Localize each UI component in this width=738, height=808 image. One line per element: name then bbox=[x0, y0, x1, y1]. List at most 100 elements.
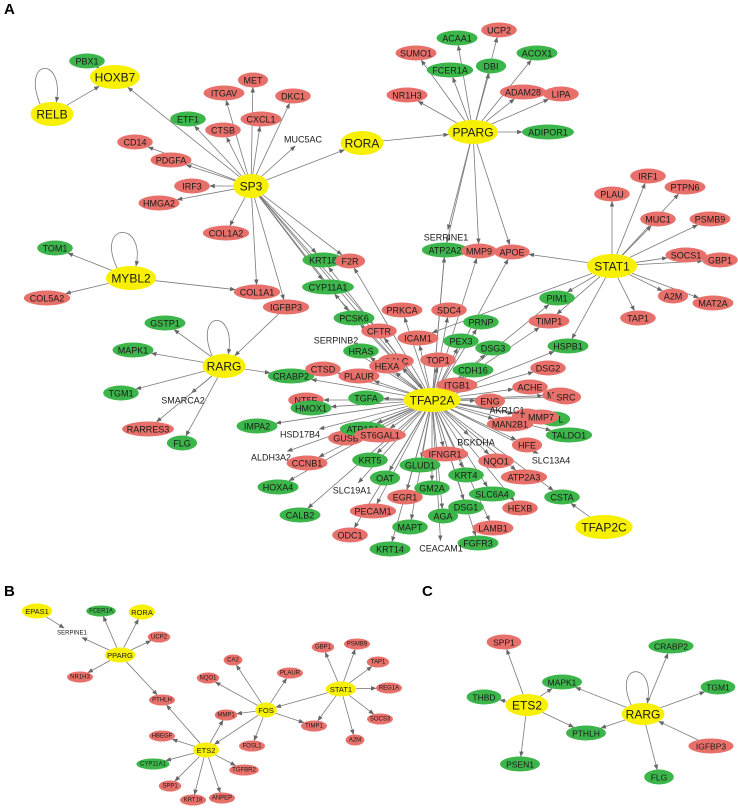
gene-node[interactable]: PCSK6 bbox=[333, 310, 375, 326]
gene-node[interactable]: PRNP bbox=[463, 314, 499, 330]
gene-node[interactable]: RORA bbox=[129, 604, 155, 620]
gene-node[interactable]: A2M bbox=[345, 734, 365, 746]
gene-node[interactable]: CRABP2 bbox=[267, 368, 315, 384]
gene-node[interactable]: PLAUR bbox=[277, 667, 303, 679]
gene-node[interactable]: HEXA bbox=[369, 358, 405, 374]
gene-node[interactable]: KRT18 bbox=[302, 252, 344, 268]
gene-node[interactable]: SPP1 bbox=[158, 780, 182, 792]
gene-node[interactable]: HOXB7 bbox=[90, 65, 140, 89]
gene-node[interactable]: HMOX1 bbox=[290, 400, 332, 416]
gene-node[interactable]: ACAA1 bbox=[436, 30, 478, 46]
gene-node[interactable]: TAP1 bbox=[620, 310, 656, 326]
gene-node[interactable]: FCER1A bbox=[426, 62, 474, 78]
gene-node[interactable]: TGFBR2 bbox=[229, 764, 259, 776]
gene-node[interactable]: PTPN6 bbox=[664, 179, 706, 195]
gene-node[interactable]: ALDH3A2 bbox=[251, 453, 291, 463]
gene-node[interactable]: STAT1 bbox=[325, 681, 357, 697]
gene-node[interactable]: MMP7 bbox=[523, 409, 559, 425]
gene-node[interactable]: HEXB bbox=[502, 500, 538, 516]
gene-node[interactable]: FCER1A bbox=[86, 605, 116, 617]
gene-node[interactable]: CYP11A1 bbox=[302, 279, 354, 295]
gene-node[interactable]: ATP2A3 bbox=[500, 469, 548, 485]
gene-node[interactable]: HSD17B4 bbox=[280, 430, 320, 440]
gene-node[interactable]: SUMO1 bbox=[395, 45, 437, 61]
gene-node[interactable]: AKR1C1 bbox=[489, 406, 524, 416]
gene-node[interactable]: SOCS1 bbox=[665, 247, 707, 263]
gene-node[interactable]: MYBL2 bbox=[106, 266, 156, 290]
gene-node[interactable]: KRT5 bbox=[352, 452, 388, 468]
gene-node[interactable]: PDGFA bbox=[150, 152, 192, 168]
gene-node[interactable]: DSG1 bbox=[448, 499, 484, 515]
gene-node[interactable]: PPARG bbox=[448, 120, 498, 144]
gene-node[interactable]: PLAUR bbox=[338, 368, 380, 384]
gene-node[interactable]: SERPINE1 bbox=[424, 233, 469, 243]
gene-node[interactable]: PTHLH bbox=[149, 694, 175, 706]
gene-node[interactable]: COL5A2 bbox=[23, 290, 71, 306]
gene-node[interactable]: ETF1 bbox=[170, 111, 206, 127]
gene-node[interactable]: LIPA bbox=[543, 86, 579, 102]
gene-node[interactable]: TGFA bbox=[348, 390, 384, 406]
gene-node[interactable]: DBI bbox=[475, 58, 507, 74]
gene-node[interactable]: F2R bbox=[334, 253, 366, 269]
gene-node[interactable]: IRF1 bbox=[630, 168, 666, 184]
gene-node[interactable]: LAMB1 bbox=[472, 520, 514, 536]
gene-node[interactable]: DSG2 bbox=[530, 360, 566, 376]
gene-node[interactable]: PLAU bbox=[594, 186, 630, 202]
gene-node[interactable]: DSG3 bbox=[475, 340, 511, 356]
gene-node[interactable]: ADAM28 bbox=[499, 84, 547, 100]
gene-node[interactable]: APOE bbox=[494, 244, 530, 260]
gene-node[interactable]: KRT18 bbox=[180, 794, 206, 806]
gene-node[interactable]: MUC5AC bbox=[284, 135, 323, 145]
gene-node[interactable]: CCNB1 bbox=[286, 455, 328, 471]
gene-node[interactable]: CALB2 bbox=[279, 507, 321, 523]
gene-node[interactable]: PPARG bbox=[104, 647, 136, 663]
gene-node[interactable]: ACHE bbox=[512, 379, 548, 395]
gene-node[interactable]: MAN2B1 bbox=[486, 416, 534, 432]
gene-node[interactable]: PEX3 bbox=[443, 333, 479, 349]
gene-node[interactable]: PTHLH bbox=[566, 725, 606, 741]
gene-node[interactable]: AGA bbox=[427, 508, 459, 524]
gene-node[interactable]: SDC4 bbox=[431, 302, 467, 318]
gene-node[interactable]: MAPK1 bbox=[542, 674, 582, 690]
gene-node[interactable]: NQO1 bbox=[478, 453, 514, 469]
gene-node[interactable]: TGM1 bbox=[103, 385, 139, 401]
gene-node[interactable]: FGFR3 bbox=[457, 535, 499, 551]
gene-node[interactable]: UCP2 bbox=[481, 22, 517, 38]
gene-node[interactable]: SOCS3 bbox=[367, 713, 393, 725]
gene-node[interactable]: SPP1 bbox=[486, 634, 522, 650]
gene-node[interactable]: RARRES3 bbox=[122, 421, 174, 437]
gene-node[interactable]: FOSL1 bbox=[239, 740, 265, 752]
gene-node[interactable]: OAT bbox=[369, 470, 401, 486]
gene-node[interactable]: GBP1 bbox=[702, 252, 738, 268]
gene-node[interactable]: SLC13A4 bbox=[532, 456, 571, 466]
gene-node[interactable]: ACOX1 bbox=[516, 45, 558, 61]
gene-node[interactable]: CYP11A1 bbox=[136, 758, 170, 770]
gene-node[interactable]: HOXA4 bbox=[257, 479, 299, 495]
gene-node[interactable]: MUC1 bbox=[640, 211, 676, 227]
gene-node[interactable]: UCP2 bbox=[147, 631, 171, 643]
gene-node[interactable]: PSMB9 bbox=[689, 211, 731, 227]
gene-node[interactable]: CDH16 bbox=[452, 362, 494, 378]
gene-node[interactable]: PSMB9 bbox=[344, 638, 370, 650]
gene-node[interactable]: ITGAV bbox=[203, 85, 245, 101]
gene-node[interactable]: REG1A bbox=[376, 682, 402, 694]
gene-node[interactable]: TOM1 bbox=[37, 240, 73, 256]
gene-node[interactable]: ETS2 bbox=[193, 742, 219, 758]
gene-node[interactable]: GSTP1 bbox=[144, 315, 186, 331]
gene-node[interactable]: TALDO1 bbox=[545, 427, 593, 443]
gene-node[interactable]: FLG bbox=[644, 769, 674, 785]
gene-node[interactable]: CSTA bbox=[544, 489, 580, 505]
gene-node[interactable]: CFTR bbox=[361, 323, 397, 339]
gene-node[interactable]: FOS bbox=[255, 702, 277, 718]
gene-node[interactable]: IGFBP3 bbox=[262, 299, 310, 315]
gene-node[interactable]: ETS2 bbox=[505, 694, 549, 716]
gene-node[interactable]: CD14 bbox=[117, 134, 153, 150]
gene-node[interactable]: SERPINB2 bbox=[314, 336, 359, 346]
gene-node[interactable]: IRF3 bbox=[174, 178, 210, 194]
gene-node[interactable]: STAT1 bbox=[587, 254, 637, 278]
gene-node[interactable]: PRKCA bbox=[381, 302, 423, 318]
gene-node[interactable]: SLC6A4 bbox=[468, 486, 516, 502]
gene-node[interactable]: SMARCA2 bbox=[161, 396, 205, 406]
gene-node[interactable]: EGR1 bbox=[387, 489, 423, 505]
gene-node[interactable]: GLUD1 bbox=[399, 457, 441, 473]
